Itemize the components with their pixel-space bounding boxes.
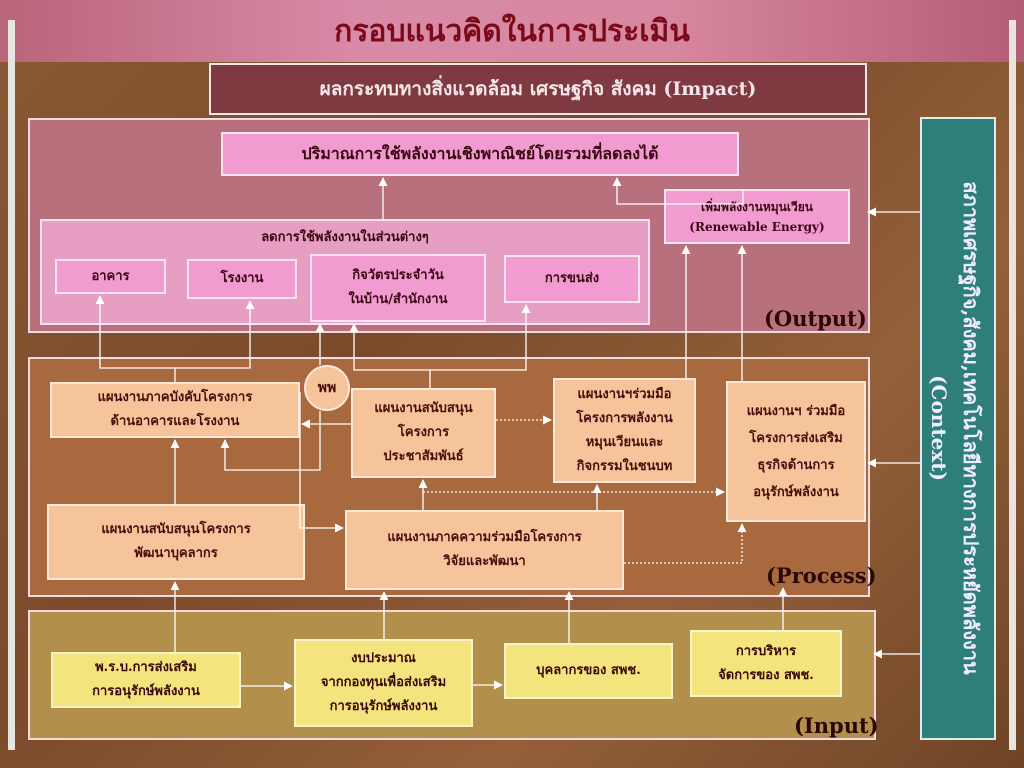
output-zone-label: (Output) [764, 306, 867, 331]
renewable-output-label: เพิ่มพลังงานหมุนเวียน (Renewable Energy) [689, 199, 825, 234]
total-reduction-box: ปริมาณการใช้พลังงานเชิงพาณิชย์โดยรวมที่ล… [221, 132, 739, 176]
sector-group-title: ลดการใช้พลังงานในส่วนต่างๆ [40, 226, 650, 250]
staff-box: บุคลากรของ สพช. [504, 643, 673, 699]
pp-label: พพ [317, 380, 337, 396]
management-label: การบริหาร จัดการของ สพช. [718, 643, 814, 683]
process-zone-label: (Process) [766, 563, 877, 588]
title-band [0, 0, 1024, 62]
personnel-plan-box: แผนงานสนับสนุนโครงการ พัฒนาบุคลากร [47, 504, 305, 580]
arrow-mandatory-to-factory [175, 300, 255, 369]
business-coop-box: แผนงานฯ ร่วมมือ โครงการส่งเสริม ธุรกิจด้… [726, 381, 866, 522]
act-box: พ.ร.บ.การส่งเสริม การอนุรักษ์พลังงาน [51, 652, 241, 708]
arrow-mandatory-to-building [95, 295, 176, 382]
research-plan-label: แผนงานภาคความร่วมมือโครงการ วิจัยและพัฒน… [387, 530, 582, 569]
sector-daily-label: กิจวัตรประจำวัน ในบ้าน/สำนักงาน [348, 268, 448, 307]
right-border-bar [1009, 20, 1016, 750]
arrow-pp-to-mandatory [220, 411, 321, 471]
sector-building-label: อาคาร [91, 268, 130, 284]
business-coop-label: แผนงานฯ ร่วมมือ โครงการส่งเสริม ธุรกิจด้… [746, 403, 846, 500]
pr-plan-box: แผนงานสนับสนุน โครงการ ประชาสัมพันธ์ [351, 388, 496, 478]
arrow-renewable-to-total [612, 177, 744, 205]
sector-daily-box: กิจวัตรประจำวัน ในบ้าน/สำนักงาน [310, 254, 486, 322]
budget-label: งบประมาณ จากกองทุนเพื่อส่งเสริม การอนุรั… [320, 651, 447, 714]
renewable-output-box: เพิ่มพลังงานหมุนเวียน (Renewable Energy) [664, 189, 850, 244]
total-reduction-label: ปริมาณการใช้พลังงานเชิงพาณิชย์โดยรวมที่ล… [301, 144, 659, 163]
arrow-research-to-business-coop-lower [624, 523, 747, 564]
impact-box: ผลกระทบทางสิ่งแวดล้อม เศรษฐกิจ สังคม (Im… [209, 63, 867, 115]
personnel-plan-label: แผนงานสนับสนุนโครงการ พัฒนาบุคลากร [101, 522, 251, 561]
sector-factory-box: โรงงาน [187, 259, 297, 299]
pr-plan-label: แผนงานสนับสนุน โครงการ ประชาสัมพันธ์ [374, 401, 473, 464]
sector-factory-label: โรงงาน [220, 271, 264, 286]
act-label: พ.ร.บ.การส่งเสริม การอนุรักษ์พลังงาน [92, 660, 200, 699]
renewable-coop-box: แผนงานฯร่วมมือ โครงการพลังงาน หมุนเวียนแ… [553, 378, 696, 483]
page-title: กรอบแนวคิดในการประเมิน [334, 14, 690, 49]
input-zone-label: (Input) [794, 713, 879, 738]
mandatory-plan-box: แผนงานภาคบังคับโครงการ ด้านอาคารและโรงงา… [50, 382, 300, 438]
sector-group-label: ลดการใช้พลังงานในส่วนต่างๆ [261, 230, 429, 245]
impact-label: ผลกระทบทางสิ่งแวดล้อม เศรษฐกิจ สังคม (Im… [319, 78, 757, 100]
arrow-pp-to-research [299, 392, 344, 533]
arrow-pr-to-transport [430, 304, 531, 371]
mandatory-plan-label: แผนงานภาคบังคับโครงการ ด้านอาคารและโรงงา… [97, 390, 253, 429]
sector-transport-box: การขนส่ง [504, 255, 640, 303]
research-plan-box: แผนงานภาคความร่วมมือโครงการ วิจัยและพัฒน… [345, 510, 624, 590]
management-box: การบริหาร จัดการของ สพช. [690, 630, 842, 697]
sector-transport-label: การขนส่ง [544, 271, 600, 286]
context-panel [920, 117, 996, 740]
arrow-pr-to-daily [349, 323, 431, 388]
pp-circle: พพ [304, 365, 350, 411]
budget-box: งบประมาณ จากกองทุนเพื่อส่งเสริม การอนุรั… [294, 639, 473, 727]
staff-label: บุคลากรของ สพช. [536, 663, 641, 678]
sector-building-box: อาคาร [55, 259, 166, 294]
left-border-bar [8, 20, 15, 750]
renewable-coop-label: แผนงานฯร่วมมือ โครงการพลังงาน หมุนเวียนแ… [576, 386, 673, 474]
